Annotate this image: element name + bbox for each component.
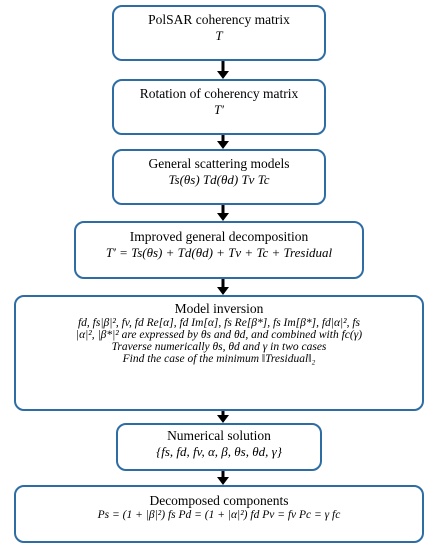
step-title: PolSAR coherency matrix [148,12,290,27]
step-title: Improved general decomposition [129,229,309,244]
step-polsar-coherency-matrix: PolSAR coherency matrix T [112,5,326,61]
step-general-scattering-models: General scattering models Ts(θs) Td(θd) … [112,149,326,205]
step-title: Rotation of coherency matrix [139,86,299,101]
step-title: General scattering models [148,156,290,171]
step-line: fd, fs|β|², fv, fd Re[α], fd Im[α], fs R… [77,317,361,329]
step-line: Find the case of the minimum ‖Tresidual‖… [122,353,316,365]
step-line: |α|², |β*|² are expressed by θs and θd, … [75,329,363,341]
step-formula: T′ [213,102,225,117]
step-formula: {fs, fd, fv, α, β, θs, θd, γ} [156,444,282,459]
flow-arrow [216,135,230,149]
step-rotation-coherency-matrix: Rotation of coherency matrix T′ [112,79,326,135]
step-formula: T [215,28,223,43]
step-formula: Ps = (1 + |β|²) fs Pd = (1 + |α|²) fd Pv… [97,509,341,521]
step-formula: Ts(θs) Td(θd) Tv Tc [168,172,270,187]
step-numerical-solution: Numerical solution {fs, fd, fv, α, β, θs… [116,423,322,471]
flow-arrow [216,279,230,295]
step-model-inversion: Model inversion fd, fs|β|², fv, fd Re[α]… [14,295,424,411]
step-title: Model inversion [174,301,264,316]
step-title: Decomposed components [149,493,289,508]
flow-arrow [216,411,230,423]
flow-arrow [216,471,230,485]
step-improved-general-decomposition: Improved general decomposition T′ = Ts(θ… [74,221,364,279]
step-line: Traverse numerically θs, θd and γ in two… [111,341,327,353]
flow-arrow [216,205,230,221]
step-formula: T′ = Ts(θs) + Td(θd) + Tv + Tc + Tresidu… [105,245,333,260]
step-decomposed-components: Decomposed components Ps = (1 + |β|²) fs… [14,485,424,543]
step-title: Numerical solution [167,428,271,443]
flow-arrow [216,61,230,79]
